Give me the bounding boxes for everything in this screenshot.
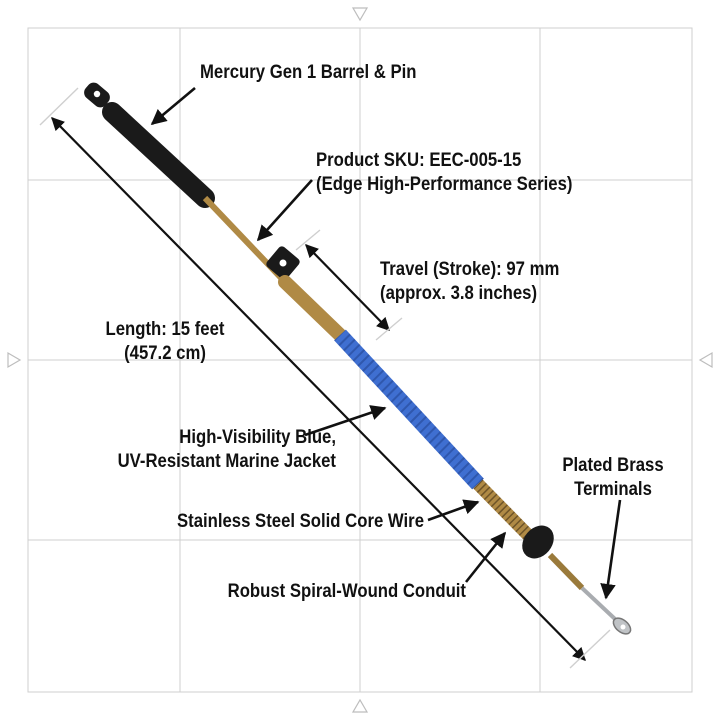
barrel-sleeve bbox=[102, 102, 215, 208]
label-product-sku: Product SKU: EEC-005-15 (Edge High-Perfo… bbox=[316, 150, 573, 195]
label-jacket: High-Visibility Blue, UV-Resistant Marin… bbox=[117, 427, 336, 472]
label-terminals: Plated Brass Terminals bbox=[562, 455, 664, 500]
label-length: Length: 15 feet (457.2 cm) bbox=[105, 319, 225, 364]
arrow-barrel bbox=[150, 87, 196, 126]
arrow-terminals bbox=[600, 499, 622, 600]
label-barrel-pin: Mercury Gen 1 Barrel & Pin bbox=[200, 62, 417, 83]
label-travel: Travel (Stroke): 97 mm (approx. 3.8 inch… bbox=[380, 259, 560, 304]
arrow-core bbox=[427, 499, 480, 522]
arrow-conduit bbox=[464, 531, 507, 583]
label-conduit: Robust Spiral-Wound Conduit bbox=[227, 581, 466, 602]
arrow-jacket bbox=[304, 405, 387, 437]
callout-arrows bbox=[150, 87, 622, 600]
frame-notch-markers bbox=[7, 7, 713, 713]
brass-collar bbox=[278, 275, 347, 342]
spiral-conduit bbox=[473, 479, 535, 542]
steel-wire bbox=[580, 586, 617, 621]
length-dimension bbox=[39, 87, 611, 669]
travel-dimension bbox=[295, 229, 403, 341]
blue-jacket bbox=[334, 329, 484, 490]
arrow-sku bbox=[256, 179, 313, 242]
label-core-wire: Stainless Steel Solid Core Wire bbox=[176, 511, 424, 532]
